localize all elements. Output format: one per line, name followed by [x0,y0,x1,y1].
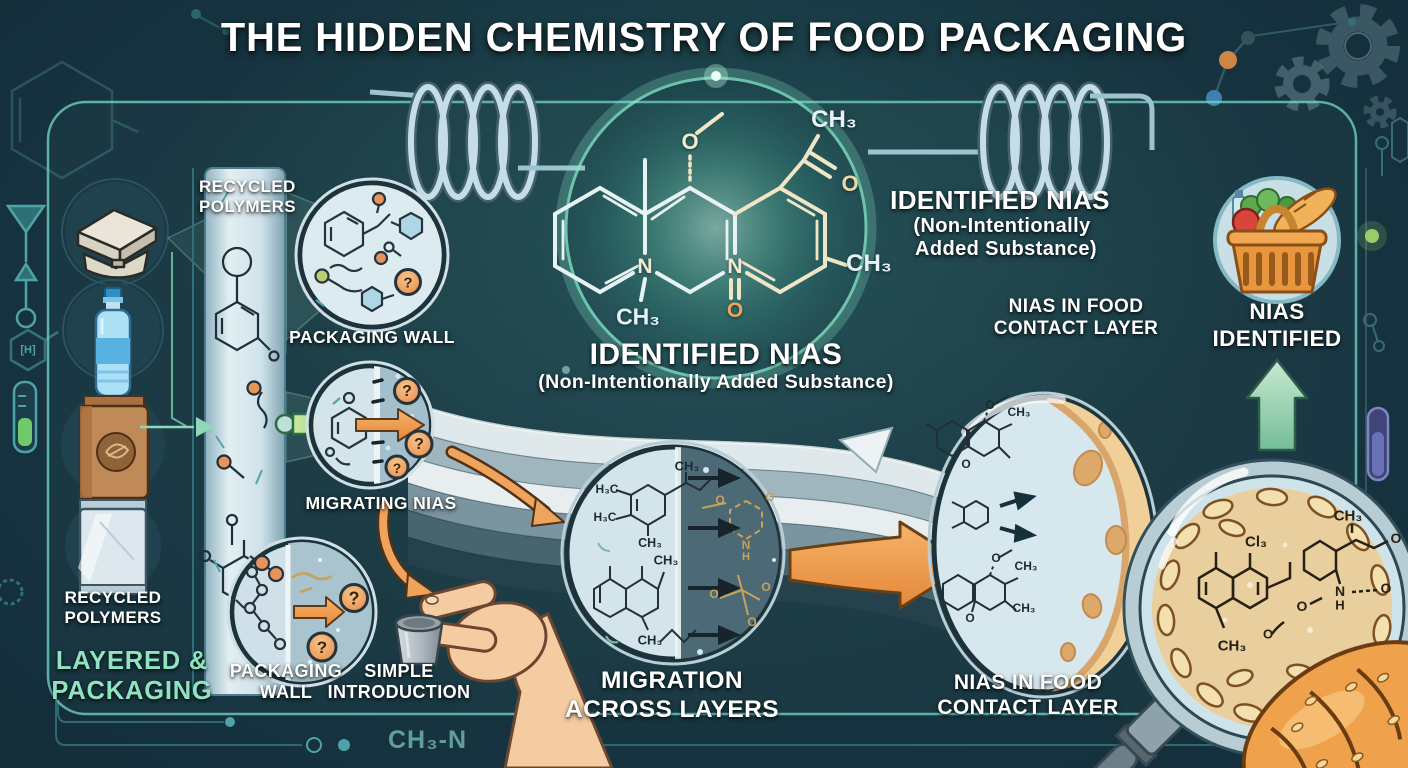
atom-o-label: O [726,299,744,322]
packaging-wall-top-label: PACKAGING WALL [289,327,455,347]
question-badge: ? [316,638,328,657]
atom-o-label: O [1380,580,1392,596]
atom-n-label: N [727,255,743,278]
water-bottle-icon [94,287,132,398]
atom-ch3-label: CH₃ [1012,601,1036,615]
atom-o-label: O [761,580,771,594]
green-connector-arrow [140,252,214,437]
coffee-bag-icon [78,395,150,500]
atom-o-label: O [1262,626,1274,642]
atom-o-label: O [681,129,699,154]
atom-h3c-label: H₃C [595,482,619,496]
basket-icon [1213,176,1341,304]
identified-nias-right-sub2: Added Substance) [915,238,1097,260]
fold-corner [837,426,894,474]
atom-o-label: O [1390,530,1402,546]
atom-ch3-label: CH₃ [1007,405,1031,419]
identified-nias-right-sub1: (Non-Intentionally [913,215,1091,237]
lens-migrating-nias [305,360,435,490]
atom-ch3-label: CH₃ [616,303,660,330]
atom-ch3-label: CH₃ [1014,559,1038,573]
background-molecule-doodles [10,9,230,180]
atom-ch3-label: CH₃ [638,536,662,550]
atom-o-label: O [709,587,719,601]
atom-ch3-label: CH₃ [674,458,700,474]
lens-packaging-wall-top [294,177,450,333]
question-badge: ? [414,436,424,453]
ch3n-circuit-label: CH₃-N [388,726,468,754]
lens-packaging-wall-bottom [226,536,378,688]
atom-ch3-label: CH₃ [653,552,679,568]
plastic-pouch-icon [78,499,148,595]
funnel-icon [5,204,47,329]
atom-ch3-label: CH₃ [1333,507,1363,525]
atom-h-label: H [742,551,750,563]
green-up-arrow [1245,358,1309,452]
atom-o-label: O [965,611,975,625]
identified-nias-center-sub: (Non-Intentionally Added Substance) [538,371,894,393]
test-tube-right-icon [1366,406,1390,482]
atom-ch3-label: CH₃ [846,250,892,277]
test-tube-left-icon [12,380,38,454]
sample-cup-icon [394,613,444,666]
atom-n-label: N [741,538,751,552]
identified-nias-center-label: IDENTIFIED NIAS [589,338,843,371]
atom-ch3-label: CH₃ [637,632,663,648]
layered-packaging-label: LAYERED &PACKAGING [51,647,213,706]
packaging-items [61,178,169,595]
atom-o-label: O [715,493,725,507]
atom-cl3-label: Cl₃ [1245,533,1267,551]
question-badge: ? [392,460,402,476]
gear-icon [1363,95,1397,129]
hexagon-h-label: [H] [20,344,36,356]
atom-n-label: N [1334,583,1346,599]
orange-arrow-to-sheet [445,445,567,528]
question-badge: ? [402,383,412,400]
migrating-nias-label: MIGRATING NIAS [305,493,457,513]
page-title: THE HIDDEN CHEMISTRY OF FOOD PACKAGING [220,14,1188,60]
clamshell-icon [76,208,158,279]
atom-o-label: O [841,171,859,196]
atom-o-label: O [765,490,775,504]
hand-cup-icon [394,580,614,768]
gear-outline-left-icon [0,578,24,606]
atom-o-label: O [991,551,1001,565]
atom-ch3-label: CH₃ [811,106,857,133]
atom-o-label: O [961,457,971,471]
atom-o-label: O [985,398,995,412]
identified-nias-right-label: IDENTIFIED NIAS [890,185,1110,215]
gear-icon [1316,4,1400,88]
coil-icon [369,81,585,203]
orange-arrow-to-cup [376,498,439,600]
atom-o-label: O [1296,598,1308,614]
atom-n-label: N [637,255,653,278]
glow-circle [555,64,877,389]
atom-o-label: O [747,615,757,629]
gear-icon [1274,56,1330,112]
atom-ch3-label: CH₃ [1217,637,1247,655]
question-badge: ? [403,274,413,292]
coil-icon [868,81,1155,203]
bread-icon [1241,640,1408,768]
nias-molecule-structure [553,112,848,302]
question-badge: ? [348,588,360,609]
lens-migration-across-layers [560,440,786,666]
atom-h-label: H [1335,597,1345,613]
atom-h3c-label: H₃C [593,510,617,524]
